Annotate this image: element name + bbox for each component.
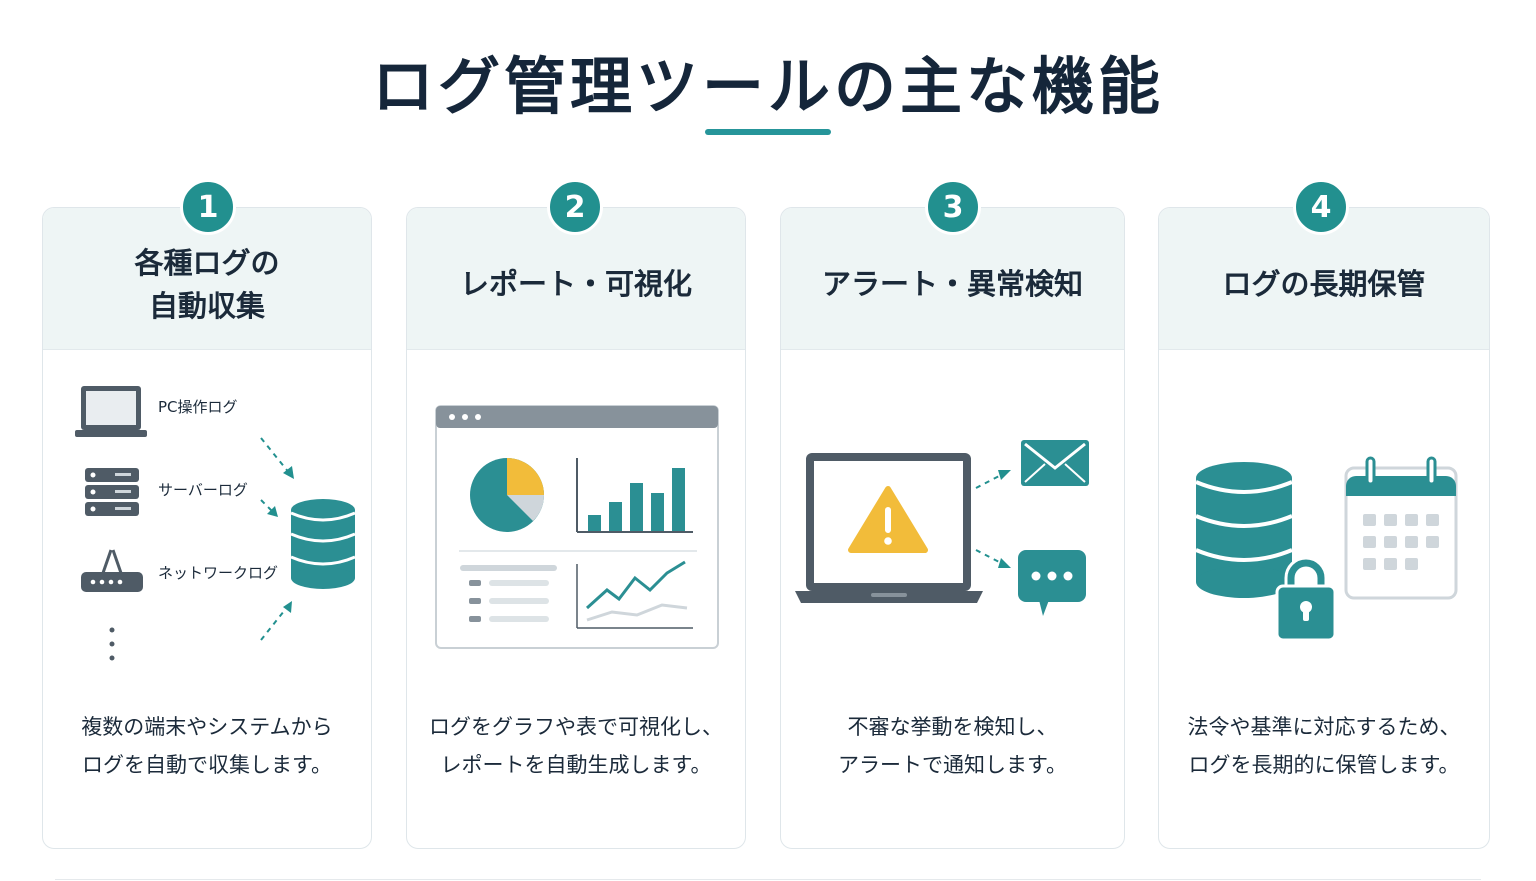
- feature-number-3: 3: [925, 179, 981, 235]
- source-label-server: サーバーログ: [158, 481, 248, 499]
- card-title: ログの長期保管: [1222, 267, 1426, 301]
- mail-icon: [1021, 440, 1089, 486]
- card-title: アラート・異常検知: [821, 267, 1083, 301]
- storage-illustration: [1195, 456, 1458, 642]
- router-icon: [81, 549, 143, 592]
- feature-card-alert: アラート・異常検知: [780, 207, 1125, 849]
- title-underline: [705, 129, 831, 135]
- card-title: レポート・可視化: [459, 267, 692, 301]
- line-chart-icon: [576, 560, 693, 629]
- collection-illustration: PC操作ログ サーバーログ ネットワークログ: [75, 386, 356, 661]
- bar-chart-icon: [576, 458, 693, 533]
- flow-arrows: [260, 437, 291, 641]
- calendar-icon: [1344, 456, 1458, 600]
- feature-number-4: 4: [1293, 179, 1349, 235]
- card-title: 各種ログの 自動収集: [134, 245, 280, 323]
- warning-icon: [848, 486, 928, 553]
- source-label-pc: PC操作ログ: [158, 398, 238, 416]
- pie-chart-icon: [470, 458, 544, 532]
- card-header: レポート・可視化: [407, 208, 745, 350]
- card-description: ログをグラフや表で可視化し、 レポートを自動生成します。: [429, 715, 723, 777]
- alert-illustration: [795, 440, 1089, 616]
- feature-number-1: 1: [180, 179, 236, 235]
- laptop-icon: [75, 386, 147, 437]
- alert-arrows: [975, 473, 1004, 565]
- list-icon: [460, 565, 557, 622]
- feature-number-2: 2: [547, 179, 603, 235]
- feature-card-storage: ログの長期保管 法令や基準: [1158, 207, 1490, 849]
- chat-bubble-icon: [1018, 550, 1086, 616]
- card-description: 法令や基準に対応するため、 ログを長期的に保管します。: [1187, 715, 1461, 777]
- source-label-network: ネットワークログ: [158, 564, 278, 582]
- visualization-illustration: [435, 405, 719, 649]
- server-icon: [85, 468, 139, 516]
- page-title: ログ管理ツールの主な機能: [371, 50, 1164, 123]
- lock-icon: [1275, 556, 1337, 642]
- card-description: 複数の端末やシステムから ログを自動で収集します。: [81, 715, 333, 777]
- feature-card-collection: 各種ログの 自動収集 PC操作ログ サーバーログ ネットワークログ: [42, 207, 372, 849]
- more-dots-icon: [109, 627, 115, 661]
- database-icon: [1195, 462, 1293, 598]
- card-description: 不審な挙動を検知し、 アラートで通知します。: [838, 715, 1067, 777]
- bottom-divider: [55, 879, 1481, 880]
- database-icon: [290, 499, 356, 589]
- feature-card-visualization: レポート・可視化: [406, 207, 746, 849]
